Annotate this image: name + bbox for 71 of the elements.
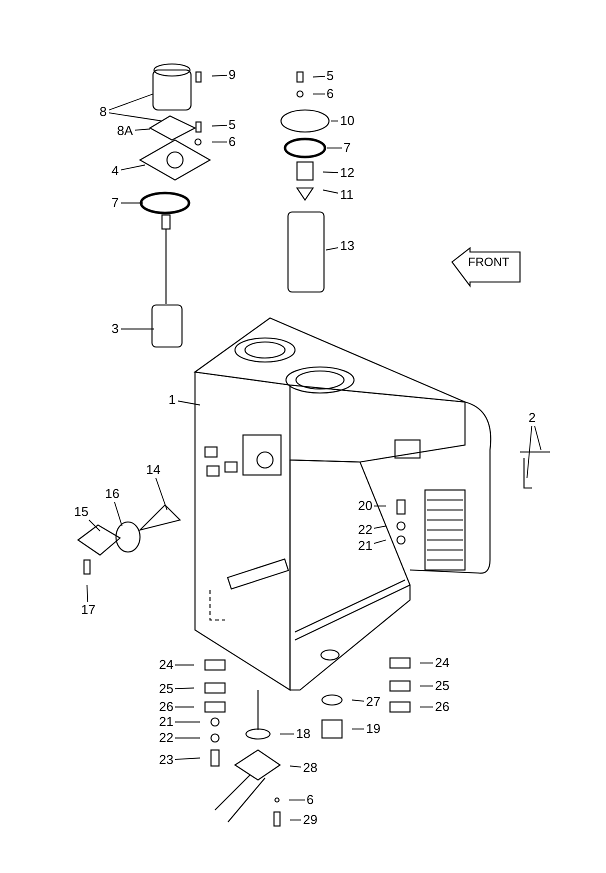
leader-line	[108, 94, 154, 110]
leader-line	[120, 202, 144, 204]
callout-number: 21	[357, 539, 374, 553]
callout-number: 23	[158, 753, 174, 767]
leader-line	[212, 74, 228, 76]
callout-number: 26	[434, 700, 450, 714]
leader-line	[134, 128, 150, 131]
callout-number: 3	[110, 322, 120, 336]
leader-line	[108, 112, 162, 122]
leader-line	[174, 664, 194, 666]
leader-line	[420, 706, 434, 708]
callout-number: 24	[434, 656, 450, 670]
leader-line	[322, 172, 338, 174]
callout-number: 6	[228, 135, 237, 149]
leader-line	[352, 700, 364, 702]
leader-line	[352, 728, 364, 730]
leader-line	[330, 120, 338, 122]
callout-number: 24	[158, 658, 174, 672]
callout-number: 12	[339, 166, 356, 180]
leader-line	[526, 426, 532, 478]
leader-line	[120, 328, 154, 330]
leader-line	[114, 502, 122, 526]
leader-line	[312, 76, 326, 78]
leader-line	[534, 426, 542, 450]
callout-number: 10	[339, 114, 356, 128]
leader-line	[88, 520, 100, 532]
callout-number: 22	[357, 523, 374, 537]
leader-line	[420, 662, 434, 664]
callout-number: 19	[365, 722, 382, 736]
direction-label: FRONT	[468, 256, 510, 269]
callout-number: 2	[528, 411, 537, 425]
callout-number: 26	[158, 700, 174, 714]
callout-number: 11	[339, 188, 354, 202]
leader-line	[374, 526, 386, 529]
leader-line	[120, 164, 146, 170]
callout-number: 7	[342, 141, 352, 155]
callout-number: 6	[306, 793, 315, 807]
leader-line	[290, 766, 302, 768]
callout-number: 20	[357, 499, 374, 513]
leader-line	[326, 247, 338, 250]
leader-line	[174, 688, 194, 690]
callout-number: 8A	[116, 124, 134, 138]
leader-line	[178, 400, 200, 406]
leader-line	[374, 540, 386, 544]
callout-number: 16	[104, 487, 120, 501]
callout-number: 21	[158, 715, 174, 729]
callout-number: 29	[302, 813, 318, 827]
callout-number: 14	[145, 463, 162, 477]
callout-number: 1	[168, 393, 177, 407]
leader-line	[212, 124, 228, 126]
callout-number: 15	[73, 505, 90, 519]
callout-number: 27	[365, 695, 382, 709]
callout-number: 25	[158, 682, 174, 696]
callout-number: 13	[339, 239, 356, 253]
callout-number: 18	[295, 727, 312, 741]
leader-line	[322, 190, 338, 194]
callout-number: 9	[228, 68, 237, 82]
callout-number: 17	[80, 603, 96, 617]
callout-number: 5	[228, 118, 237, 132]
leader-line	[155, 478, 168, 510]
callout-number: 4	[110, 164, 120, 178]
leader-line	[86, 584, 88, 602]
leader-line	[174, 706, 194, 708]
callout-number: 25	[434, 679, 450, 693]
callout-number: 8	[98, 105, 108, 119]
callout-number: 7	[110, 196, 120, 210]
leader-line	[174, 758, 200, 760]
callout-number: 5	[326, 69, 335, 83]
callout-number: 6	[326, 87, 335, 101]
callout-number: 22	[158, 731, 174, 745]
callout-number: 28	[302, 761, 318, 775]
